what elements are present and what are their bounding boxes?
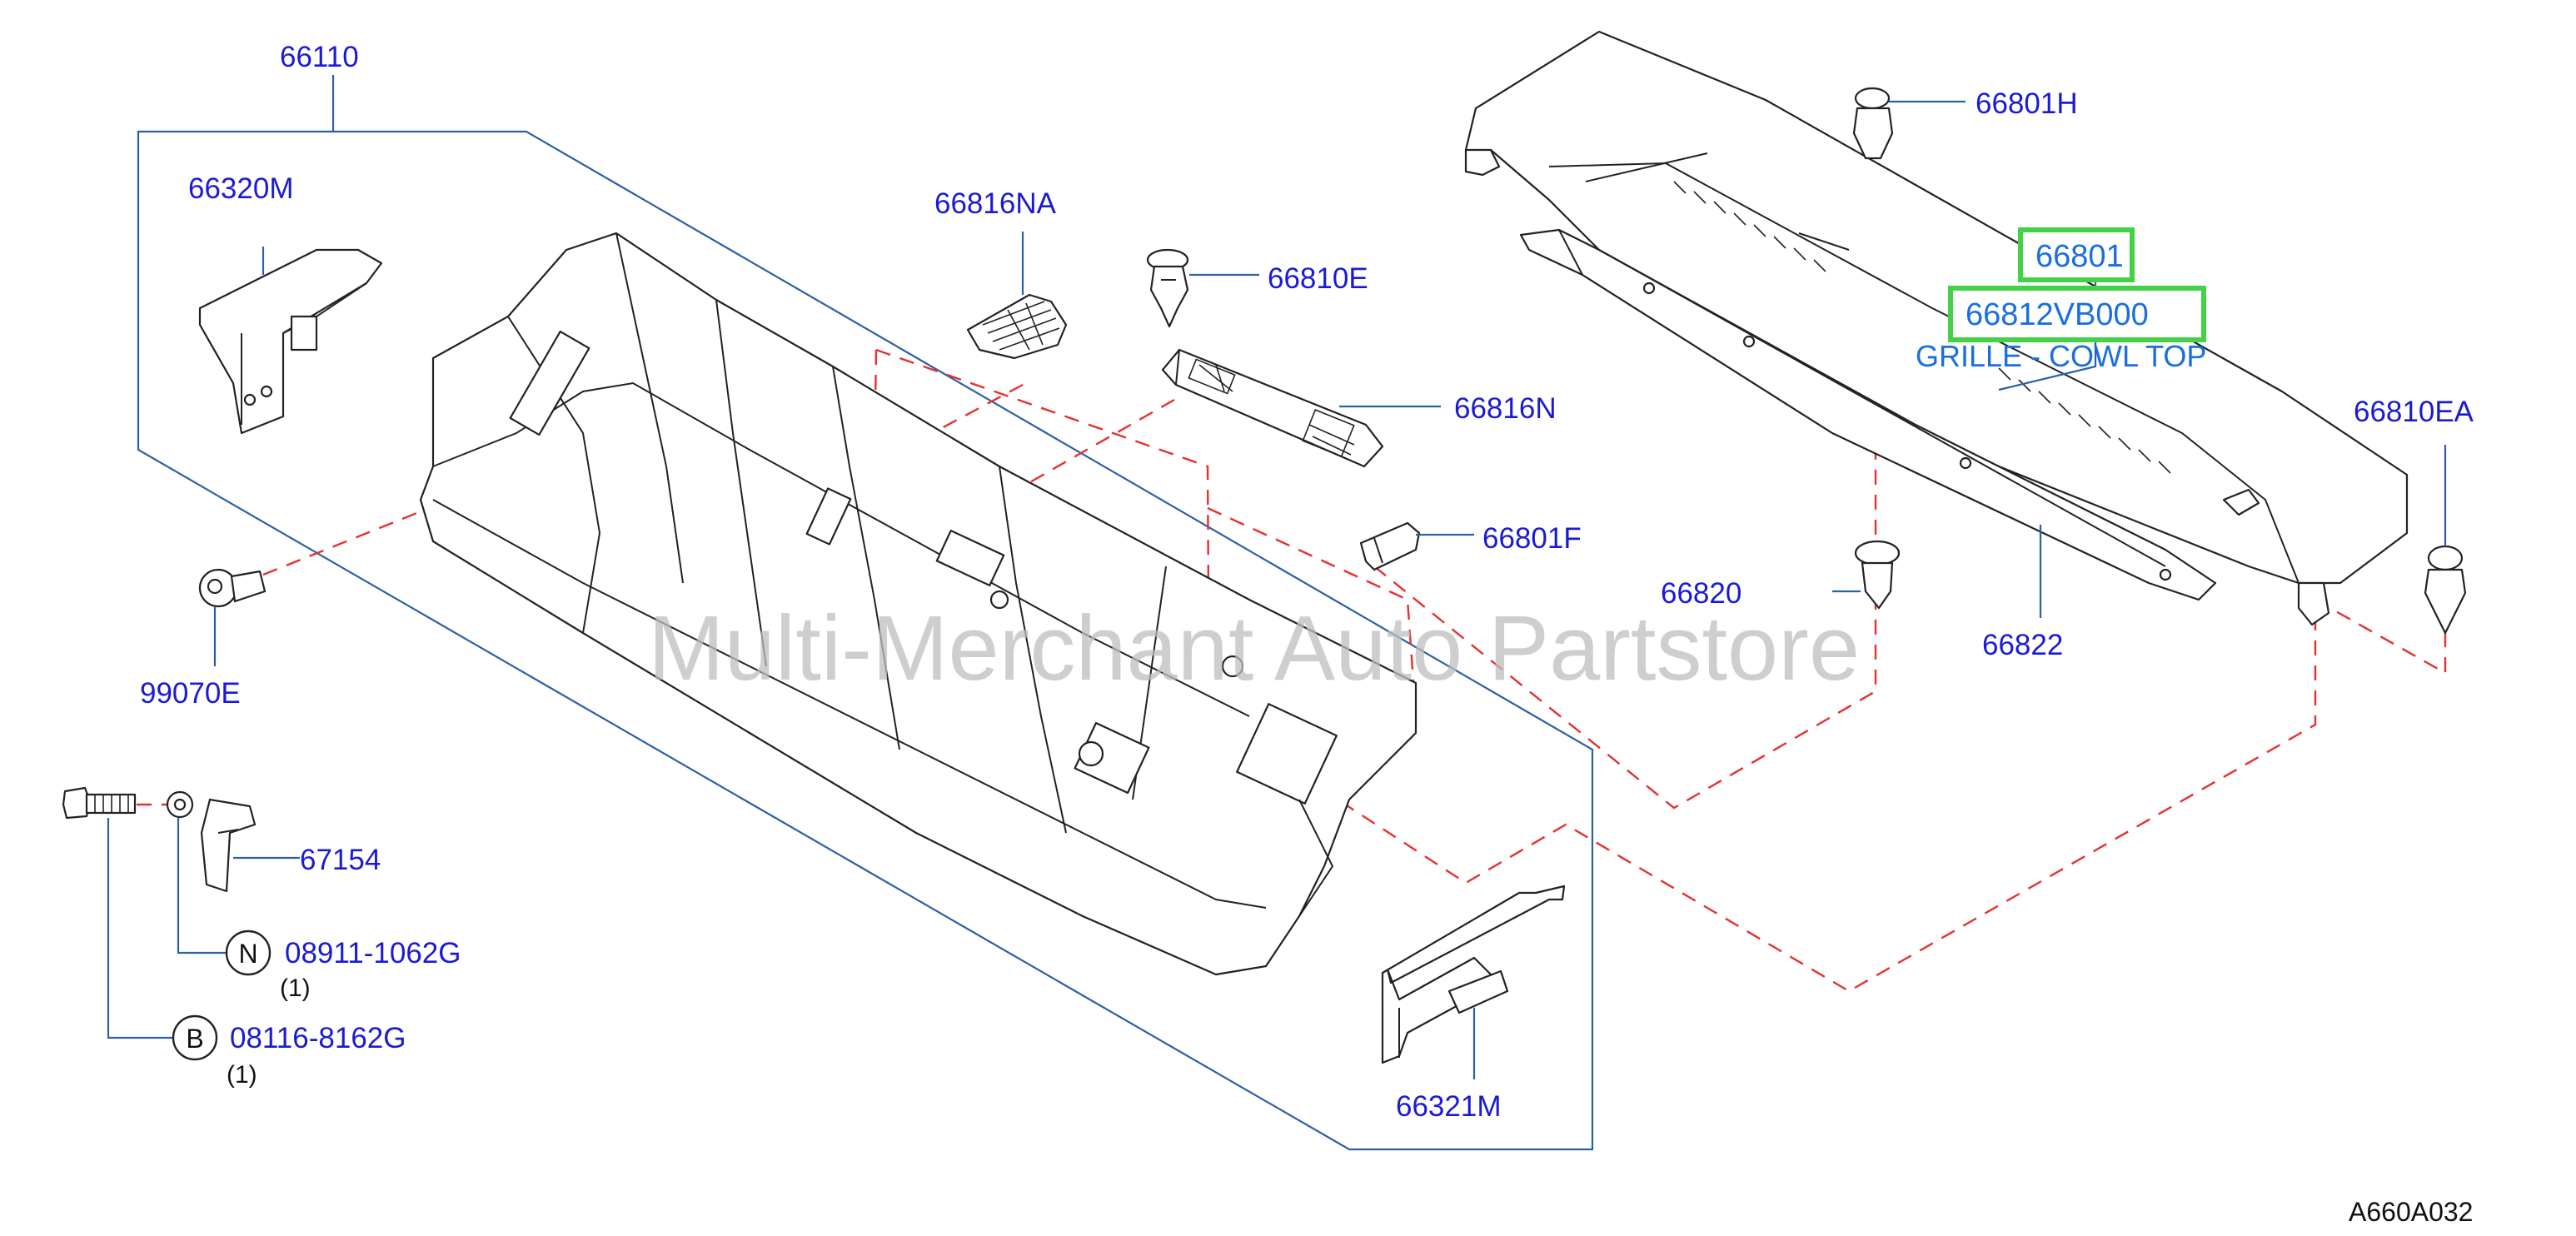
assembly-66110-outline bbox=[137, 75, 1594, 1151]
clip-66801F bbox=[1359, 521, 1421, 571]
label-08116-8162G[interactable]: 08116-8162G bbox=[230, 1022, 406, 1054]
qty-08116-8162G: (1) bbox=[227, 1061, 257, 1089]
clip-66801H bbox=[1852, 87, 1894, 160]
bracket-66320M bbox=[198, 248, 383, 435]
dash-panel-66110 bbox=[419, 232, 1418, 976]
label-66816NA[interactable]: 66816NA bbox=[934, 187, 1057, 220]
grille-66816N bbox=[1161, 348, 1384, 468]
label-08911-1062G[interactable]: 08911-1062G bbox=[285, 937, 461, 969]
part-labels: 66110 66320M 99070E 67154 08911-1062G (1… bbox=[140, 41, 2474, 1123]
label-99070E[interactable]: 99070E bbox=[140, 677, 241, 710]
highlight-box-66812VB000 bbox=[1948, 286, 2206, 342]
label-leaders bbox=[107, 100, 2447, 1079]
label-66801H[interactable]: 66801H bbox=[1976, 87, 2078, 120]
label-66810E[interactable]: 66810E bbox=[1268, 262, 1368, 295]
clip-66810EA bbox=[2424, 545, 2467, 635]
nut-marker-circle bbox=[225, 929, 272, 976]
label-66822[interactable]: 66822 bbox=[1982, 629, 2063, 661]
label-67154[interactable]: 67154 bbox=[300, 844, 381, 876]
label-66820[interactable]: 66820 bbox=[1661, 577, 1741, 610]
label-66801[interactable]: 66801 bbox=[2035, 239, 2124, 274]
drawing-code: A660A032 bbox=[2349, 1197, 2473, 1227]
clip-66810E bbox=[1146, 248, 1189, 328]
label-66812VB000[interactable]: 66812VB000 bbox=[1966, 297, 2149, 332]
label-66320M[interactable]: 66320M bbox=[188, 172, 293, 205]
part-description: GRILLE - COWL TOP bbox=[1916, 339, 2206, 373]
label-66810EA[interactable]: 66810EA bbox=[2354, 396, 2474, 428]
label-66110[interactable]: 66110 bbox=[280, 41, 359, 73]
highlight-box-66801 bbox=[2018, 227, 2135, 282]
clip-99070E bbox=[198, 568, 267, 608]
label-66321M[interactable]: 66321M bbox=[1396, 1090, 1501, 1123]
watermark: Multi-Merchant Auto Partstore bbox=[648, 597, 1860, 700]
nut-marker-letter: N bbox=[238, 939, 257, 969]
bracket-66321M bbox=[1381, 885, 1566, 1064]
label-66801F[interactable]: 66801F bbox=[1482, 522, 1582, 555]
bolt-marker-circle bbox=[172, 1014, 218, 1061]
circle-markers: N B bbox=[172, 929, 272, 1061]
bolt-marker-letter: B bbox=[186, 1024, 203, 1054]
seal-66822 bbox=[1519, 228, 2217, 601]
cowl-slots bbox=[1673, 181, 2171, 474]
grille-66816NA bbox=[966, 293, 1068, 360]
clip-66820 bbox=[1854, 540, 1901, 610]
cowl-top-grille-66812VB000 bbox=[1464, 30, 2409, 626]
highlighted-labels: 66801 66812VB000 GRILLE - COWL TOP bbox=[1916, 227, 2206, 373]
bolt-nut-bracket-group bbox=[62, 786, 257, 893]
qty-08911-1062G: (1) bbox=[280, 974, 311, 1002]
label-66816N[interactable]: 66816N bbox=[1454, 392, 1557, 425]
